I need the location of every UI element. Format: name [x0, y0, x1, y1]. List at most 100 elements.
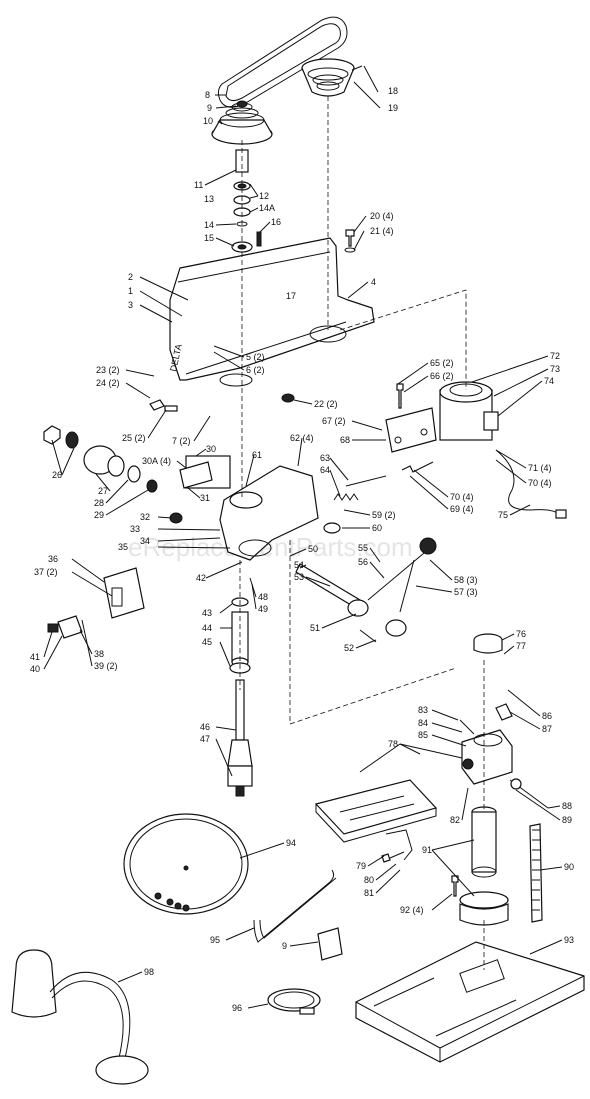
- callout-60: 60: [372, 523, 382, 533]
- callout-30: 30: [206, 444, 216, 454]
- callout-49: 49: [258, 604, 268, 614]
- callout-26-top: 26: [52, 470, 62, 480]
- callout-63: 63: [320, 453, 330, 463]
- callout-29: 29: [94, 510, 104, 520]
- callout-13: 13: [204, 194, 214, 204]
- return-spring-64: [333, 493, 359, 501]
- switch-41: [47, 615, 83, 639]
- callout-80: 80: [364, 875, 374, 885]
- callout-66: 66 (2): [430, 371, 454, 381]
- handwheel-parts: [43, 425, 158, 493]
- callout-7: 7 (2): [172, 436, 191, 446]
- callout-58: 58 (3): [454, 575, 478, 585]
- callout-3: 3: [128, 300, 133, 310]
- callout-76: 76: [516, 629, 526, 639]
- callout-61: 61: [252, 450, 262, 460]
- callout-10: 10: [203, 116, 213, 126]
- callout-93: 93: [564, 935, 574, 945]
- bolt-92: [451, 875, 459, 897]
- table-bracket-78: [459, 703, 513, 785]
- callout-98: 98: [144, 967, 154, 977]
- callout-2: 2: [128, 272, 133, 282]
- bolt-25: [164, 405, 178, 412]
- callout-38: 38: [94, 649, 104, 659]
- callout-45: 45: [202, 637, 212, 647]
- callout-89: 89: [562, 815, 572, 825]
- callout-17: 17: [286, 291, 296, 301]
- callout-36: 36: [48, 554, 58, 564]
- callout-52: 52: [344, 643, 354, 653]
- switch-box-36: [103, 567, 145, 619]
- knob-23: [149, 399, 165, 411]
- belt-guard-housing: DELTA: [168, 237, 375, 387]
- callout-20: 20 (4): [370, 211, 394, 221]
- set-screw-18: [351, 65, 363, 71]
- table-82: [314, 779, 438, 861]
- callout-31: 31: [200, 493, 210, 503]
- feed-handle-57: [367, 537, 437, 613]
- callout-59: 59 (2): [372, 510, 396, 520]
- hose-clamp-96: [267, 988, 321, 1015]
- pin-16: [256, 231, 262, 247]
- rod-95: [253, 869, 337, 943]
- callout-24: 24 (2): [96, 378, 120, 388]
- callout-44: 44: [202, 623, 212, 633]
- rack-90: [529, 823, 543, 923]
- callout-18: 18: [388, 86, 398, 96]
- callout-51: 51: [310, 623, 320, 633]
- callout-28: 28: [94, 498, 104, 508]
- callout-77: 77: [516, 641, 526, 651]
- reference-lines: [239, 96, 485, 970]
- leader-lines: [43, 65, 563, 1009]
- callout-50: 50: [308, 544, 318, 554]
- callout-73: 73: [550, 364, 560, 374]
- callout-27: 27: [98, 486, 108, 496]
- callout-21: 21 (4): [370, 226, 394, 236]
- callout-57: 57 (3): [454, 587, 478, 597]
- tray-94: [123, 813, 249, 915]
- bolt-65: [396, 383, 404, 409]
- callout-62: 62 (4): [290, 433, 314, 443]
- callout-79: 79: [356, 861, 366, 871]
- callout-55: 55: [358, 543, 368, 553]
- callout-87: 87: [542, 724, 552, 734]
- callout-16: 16: [271, 217, 281, 227]
- callout-70b: 70 (4): [528, 478, 552, 488]
- callout-82: 82: [450, 815, 460, 825]
- callout-40: 40: [30, 664, 40, 674]
- callout-30a: 30A (4): [142, 456, 171, 466]
- callout-41: 41: [30, 652, 40, 662]
- callout-64: 64: [320, 465, 330, 475]
- bolt-63: [345, 475, 387, 487]
- callout-65: 65 (2): [430, 358, 454, 368]
- callout-34: 34: [140, 536, 150, 546]
- callout-19: 19: [388, 103, 398, 113]
- feed-shaft-51: [295, 563, 407, 643]
- callout-74: 74: [544, 376, 554, 386]
- callout-48: 48: [258, 592, 268, 602]
- callout-23: 23 (2): [96, 365, 120, 375]
- callout-39: 39 (2): [94, 661, 118, 671]
- callout-83: 83: [418, 705, 428, 715]
- clip-9: [317, 927, 343, 961]
- callout-95: 95: [210, 935, 220, 945]
- callout-94: 94: [286, 838, 296, 848]
- motor-bracket-68: [385, 407, 437, 453]
- callout-78: 78: [388, 739, 398, 749]
- callout-88: 88: [562, 801, 572, 811]
- bolt-69: [401, 461, 434, 473]
- callout-91: 91: [422, 845, 432, 855]
- callout-47: 47: [200, 734, 210, 744]
- callout-54: 54: [294, 560, 304, 570]
- callout-9-clip: 9: [282, 941, 287, 951]
- callout-33: 33: [130, 524, 140, 534]
- screw-20: [344, 229, 356, 253]
- callout-4: 4: [371, 277, 376, 287]
- callout-25: 25 (2): [122, 433, 146, 443]
- callout-68: 68: [340, 435, 350, 445]
- callout-12: 12: [259, 191, 269, 201]
- lamp-98: [11, 949, 149, 1085]
- callout-9: 9: [207, 103, 212, 113]
- callout-90: 90: [564, 862, 574, 872]
